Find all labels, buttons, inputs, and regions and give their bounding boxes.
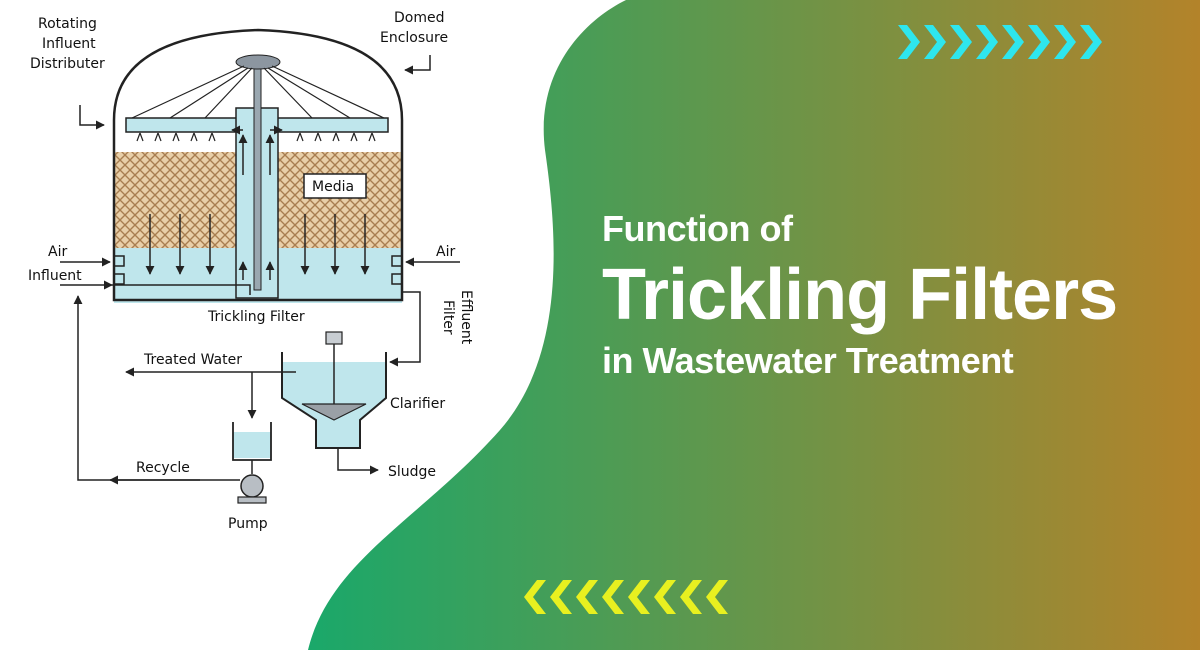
chevron-mark (1080, 25, 1102, 59)
headline-line-1: Function of (602, 208, 793, 249)
svg-text:Effluent: Effluent (458, 290, 474, 345)
nozzle (350, 132, 358, 142)
svg-text:Enclosure: Enclosure (380, 30, 448, 46)
chevron-mark (976, 25, 998, 59)
chevron-mark (628, 580, 650, 614)
support-cables (131, 65, 385, 119)
trickling-filter-diagram (60, 28, 460, 504)
chevron-mark (706, 580, 728, 614)
label-air-right: Air (436, 244, 455, 260)
enclosure-pointer (404, 55, 431, 75)
headline-line-3: in Wastewater Treatment (602, 340, 1014, 381)
svg-text:Treated Water: Treated Water (143, 352, 242, 368)
label-media: Media (312, 179, 354, 195)
chevron-mark (524, 580, 546, 614)
left-vents (114, 255, 125, 285)
label-air-left: Air (48, 244, 67, 260)
svg-text:Domed: Domed (394, 10, 444, 26)
nozzle (190, 132, 198, 142)
label-rotating: Rotating (38, 16, 97, 32)
right-vents (391, 255, 402, 285)
chevron-right-icon (898, 25, 1102, 59)
svg-text:Air: Air (436, 244, 455, 260)
domed-enclosure (112, 28, 404, 302)
nozzle (368, 132, 376, 142)
label-influent-word: Influent (42, 36, 96, 52)
nozzle (296, 132, 304, 142)
svg-text:Recycle: Recycle (136, 460, 190, 476)
pump-icon (240, 474, 264, 498)
pump-base (237, 496, 267, 504)
chevron-mark (602, 580, 624, 614)
chevron-mark (576, 580, 598, 614)
wet-well-water (233, 432, 271, 458)
chevron-mark (654, 580, 676, 614)
sludge-pipe (337, 448, 379, 475)
label-domed: Domed (394, 10, 444, 26)
label-effluent: Effluent (458, 290, 474, 345)
chevron-mark (950, 25, 972, 59)
svg-text:Filter: Filter (440, 300, 456, 335)
svg-text:Sludge: Sludge (388, 464, 436, 480)
chevron-mark (924, 25, 946, 59)
svg-text:Rotating: Rotating (38, 16, 97, 32)
svg-text:Clarifier: Clarifier (390, 396, 445, 412)
chevron-mark (680, 580, 702, 614)
svg-text:Influent: Influent (28, 268, 82, 284)
chevron-mark (898, 25, 920, 59)
media-label-box (303, 173, 367, 199)
distributor-cap (235, 54, 281, 70)
nozzle (208, 132, 216, 142)
label-recycle: Recycle (136, 460, 190, 476)
svg-text:Distributer: Distributer (30, 56, 105, 72)
label-trickling-filter: Trickling Filter (207, 309, 305, 325)
nozzle (314, 132, 322, 142)
nozzle (154, 132, 162, 142)
label-enclosure: Enclosure (380, 30, 448, 46)
label-clarifier: Clarifier (390, 396, 445, 412)
label-sludge: Sludge (388, 464, 436, 480)
label-influent: Influent (28, 268, 82, 284)
chevron-left-icon (524, 580, 728, 614)
spray-nozzles (136, 132, 376, 142)
filter-effluent-pipe (389, 291, 421, 367)
label-treated-water: Treated Water (143, 352, 242, 368)
distributor-pointer (79, 105, 105, 130)
svg-text:Pump: Pump (228, 516, 268, 532)
headline-line-2: Trickling Filters (602, 255, 1118, 335)
svg-text:Media: Media (312, 179, 354, 195)
chevron-mark (1002, 25, 1024, 59)
svg-text:Influent: Influent (42, 36, 96, 52)
nozzle (332, 132, 340, 142)
label-pump: Pump (228, 516, 268, 532)
svg-text:Trickling Filter: Trickling Filter (207, 309, 305, 325)
label-filter: Filter (440, 300, 456, 335)
nozzle (172, 132, 180, 142)
svg-text:Air: Air (48, 244, 67, 260)
chevron-mark (1028, 25, 1050, 59)
chevron-mark (550, 580, 572, 614)
gradient-backdrop (308, 0, 1200, 650)
label-distributer: Distributer (30, 56, 105, 72)
diagram-labels: Rotating Influent Distributer Domed Encl… (28, 10, 474, 532)
influent-pipe (112, 284, 251, 295)
nozzle (136, 132, 144, 142)
trickle-arrows (145, 214, 370, 275)
clarifier-motor (325, 331, 343, 345)
riser-pipe (253, 67, 262, 291)
chevron-mark (1054, 25, 1076, 59)
